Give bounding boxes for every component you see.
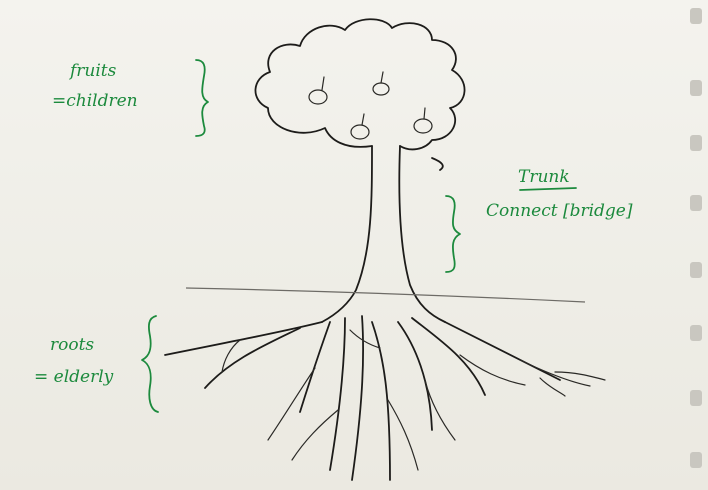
trunk-brace: [446, 196, 460, 272]
label-trunk: Trunk: [518, 168, 570, 188]
trunk-underline: [520, 188, 576, 190]
roots-brace: [142, 316, 158, 412]
roots-group: [165, 316, 605, 480]
tree-canopy: [255, 19, 464, 149]
fruit-stem: [322, 77, 324, 90]
label-children: =children: [52, 92, 138, 112]
trunk-notch: [432, 158, 443, 170]
fruit-stem: [381, 72, 383, 83]
ground-line: [186, 288, 585, 302]
fruits-brace: [196, 60, 208, 136]
fruit: [351, 125, 369, 139]
tree-trunk-left: [322, 146, 372, 322]
fruit: [309, 90, 327, 104]
fruit: [373, 83, 389, 95]
label-roots: roots: [50, 336, 94, 356]
label-elderly: = elderly: [34, 368, 113, 388]
fruit: [414, 119, 432, 133]
label-fruits: fruits: [70, 62, 116, 82]
fruit-group: [309, 72, 432, 139]
fruit-stem: [424, 108, 425, 119]
fruit-stem: [362, 114, 364, 125]
label-connect-bridge: Connect [bridge]: [486, 202, 633, 222]
